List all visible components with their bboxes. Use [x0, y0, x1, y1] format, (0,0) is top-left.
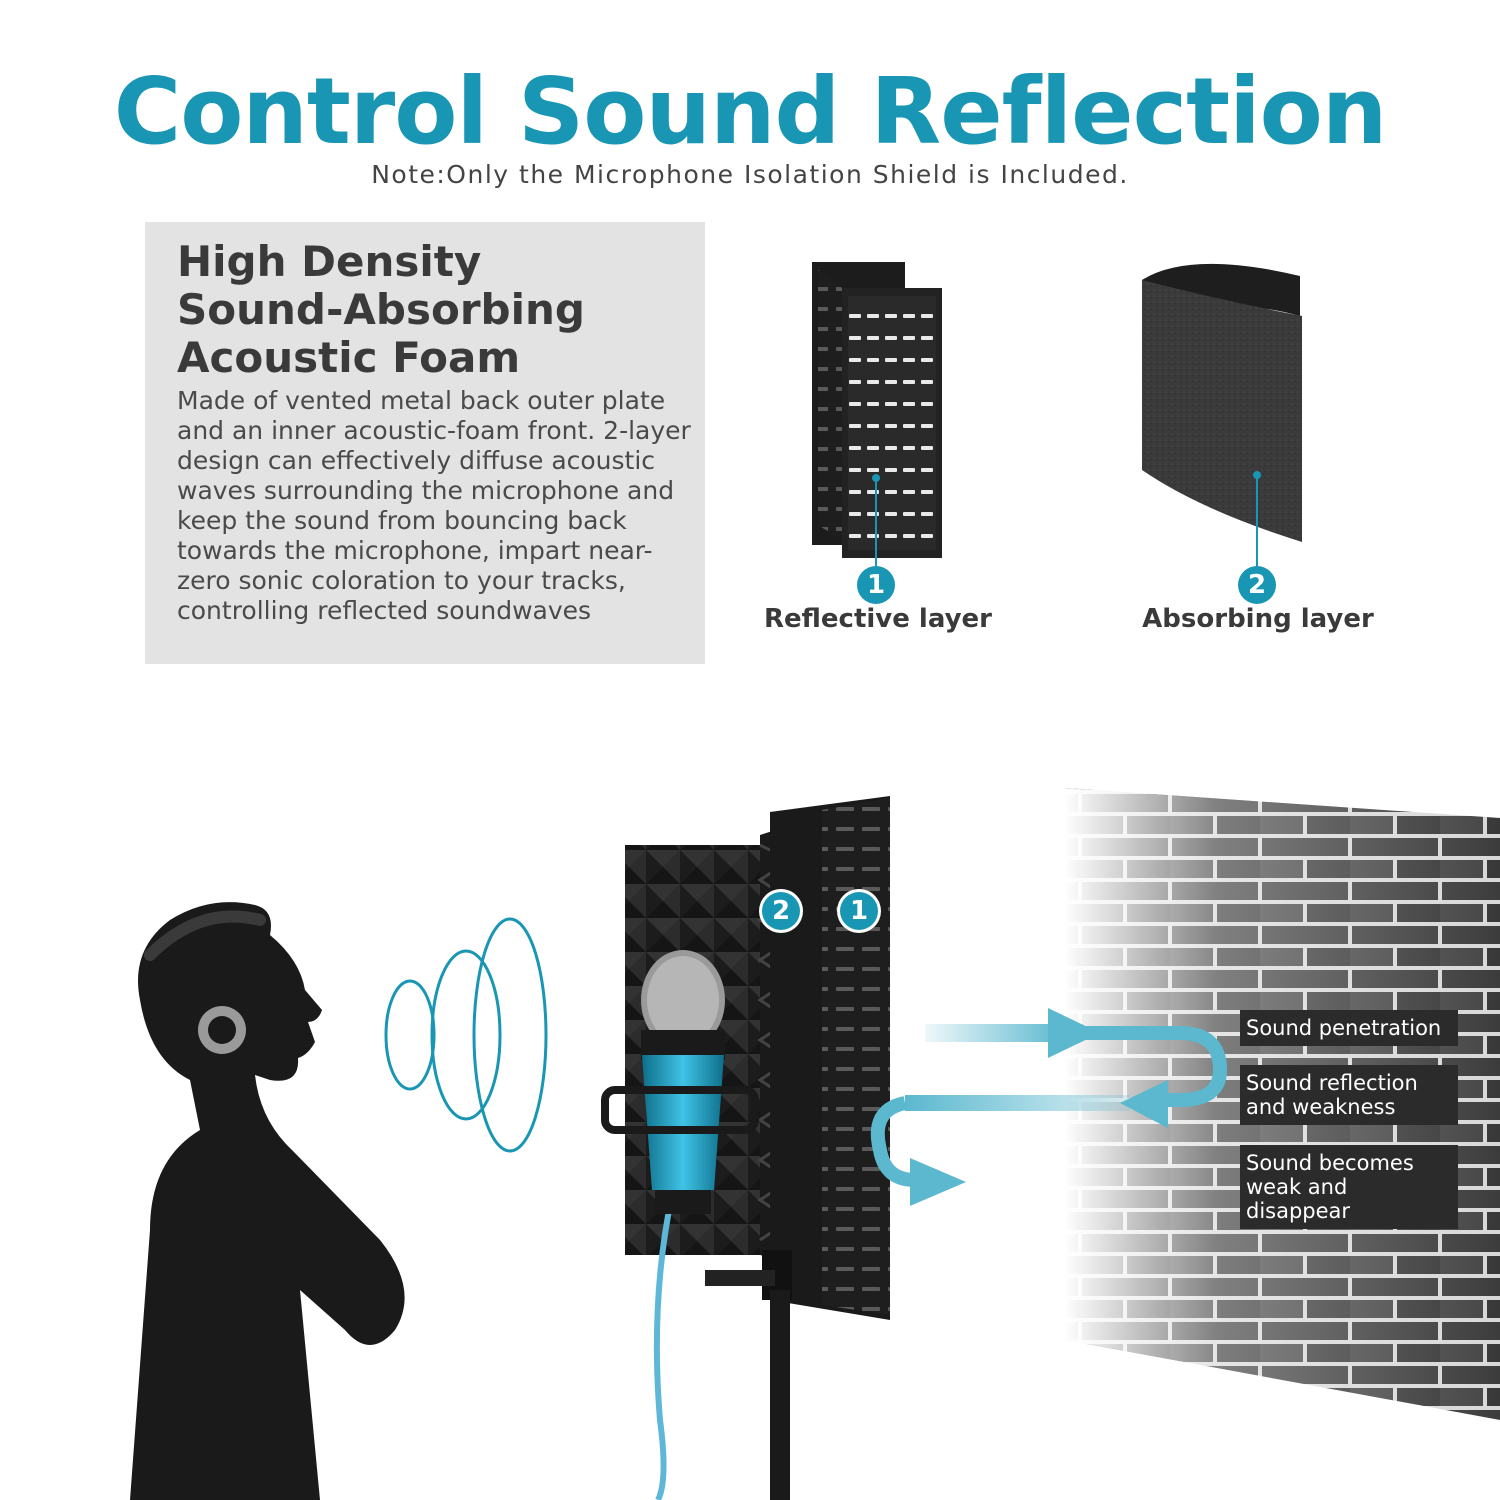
callout-sound-penetration: Sound penetration [1240, 1010, 1458, 1046]
foam-panel-icon [1142, 263, 1302, 568]
layer-number-badge: 1 [857, 566, 895, 604]
info-body: Made of vented metal back outer plate an… [177, 386, 691, 625]
absorbing-layer-label: Absorbing layer [1142, 604, 1374, 634]
callout-text: weak and disappear [1246, 1175, 1351, 1223]
listener-silhouette [130, 902, 405, 1500]
metal-plate-icon [812, 262, 942, 568]
layer-number-badge: 2 [1238, 566, 1276, 604]
callout-text: Sound penetration [1246, 1016, 1442, 1040]
callout-text: Sound reflection [1246, 1071, 1418, 1095]
microphone-icon [601, 950, 790, 1500]
callout-sound-disappear: Sound becomes weak and disappear [1240, 1145, 1458, 1229]
info-panel: High Density Sound-Absorbing Acoustic Fo… [145, 222, 705, 664]
info-heading-line: Sound-Absorbing [177, 285, 585, 334]
info-heading-line: Acoustic Foam [177, 333, 521, 382]
shield-foam-badge: 2 [762, 892, 800, 930]
flow-arrow-icon [870, 1008, 1228, 1206]
info-heading-line: High Density [177, 237, 482, 286]
reflective-layer-label: Reflective layer [763, 604, 992, 634]
shield-metal-badge: 1 [840, 892, 878, 930]
page-title: Control Sound Reflection [113, 58, 1388, 165]
info-heading: High Density Sound-Absorbing Acoustic Fo… [177, 238, 585, 382]
callout-text: and weakness [1246, 1095, 1396, 1119]
inclusion-note: Note:Only the Microphone Isolation Shiel… [371, 160, 1129, 189]
callout-sound-reflection: Sound reflection and weakness [1240, 1065, 1458, 1125]
callout-text: Sound becomes [1246, 1151, 1414, 1175]
sound-wave-icon [384, 917, 548, 1153]
